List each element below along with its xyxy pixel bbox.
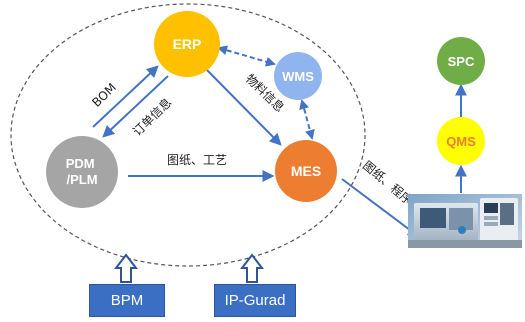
spc-node — [437, 37, 485, 85]
mes-node — [275, 140, 337, 202]
wms-node — [274, 52, 322, 100]
pdm-label-line2: /PLM — [66, 172, 97, 187]
erp-node — [154, 11, 220, 77]
arrow-mes-to-machine — [341, 178, 420, 238]
order-info-label: 订单信息 — [129, 95, 174, 139]
wms-label: WMS — [282, 69, 314, 84]
drawings-program-label: 图纸、程序 — [360, 158, 416, 208]
bpm-label: BPM — [110, 292, 144, 309]
spc-label: SPC — [448, 54, 475, 69]
ipguard-up-arrow — [239, 253, 265, 283]
qms-node — [437, 117, 485, 165]
pdm-node — [46, 136, 118, 208]
ipguard-label: IP-Gurad — [224, 292, 286, 309]
erp-label: ERP — [173, 36, 202, 52]
pdm-label-line1: PDM — [66, 156, 95, 171]
arrow-erp-wms-dashed — [217, 45, 276, 67]
pdm-label: PDM /PLM — [66, 156, 99, 187]
system-boundary — [10, 3, 366, 267]
arrow-wms-mes-dashed — [299, 99, 315, 140]
mes-label: MES — [291, 163, 321, 179]
drawings-process-label: 图纸、工艺 — [167, 153, 227, 167]
arrow-erp-to-pdm — [102, 75, 169, 138]
qms-label: QMS — [446, 134, 476, 149]
bpm-box: BPM — [89, 284, 165, 317]
arrow-erp-to-mes — [206, 69, 282, 146]
cnc-machine-image — [408, 194, 522, 248]
arrow-pdm-to-erp — [92, 65, 159, 128]
bpm-up-arrow — [113, 253, 139, 283]
ipguard-box: IP-Gurad — [214, 284, 296, 317]
